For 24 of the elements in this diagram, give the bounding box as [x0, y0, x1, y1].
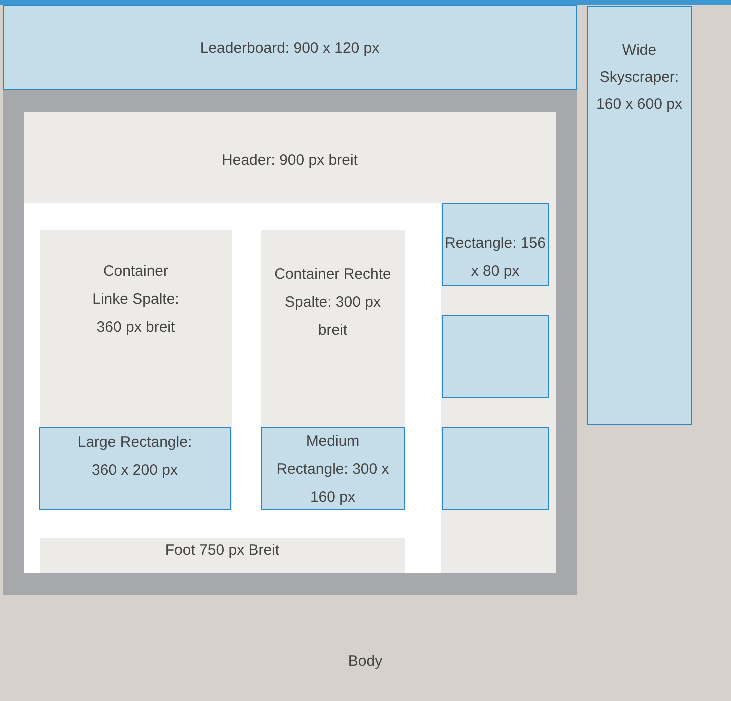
ad-rectangle [442, 203, 549, 286]
page-box [24, 112, 556, 573]
sidebar-column [441, 203, 556, 573]
box-label: Medium Rectangle: 300 x 160 px [276, 433, 390, 506]
box-label: Large Rectangle: 360 x 200 px [78, 434, 192, 479]
wrapper-box [3, 90, 577, 595]
header-box [24, 112, 556, 203]
container-box [40, 230, 232, 510]
leaderboard-box [3, 5, 577, 90]
box-label: Body [348, 653, 383, 670]
box-label: Container Rechte Spalte: 300 px breit [274, 266, 392, 339]
ad-rectangle [442, 315, 549, 398]
box-label: Foot 750 px Breit [165, 542, 280, 559]
ad-rectangle [39, 427, 231, 510]
box-label: Rectangle: 156 x 80 px [445, 235, 546, 280]
footer-box [40, 538, 405, 573]
ad-rectangle [261, 427, 405, 510]
container-box [261, 230, 405, 510]
box-label: Container Linke Spalte: 360 px breit [92, 263, 180, 336]
ad-rectangle [442, 427, 549, 510]
box-label: Leaderboard: 900 x 120 px [200, 40, 380, 57]
skyscraper-box [587, 6, 692, 425]
box-label: Header: 900 px breit [222, 152, 358, 169]
box-label: Wide Skyscraper: 160 x 600 px [596, 42, 682, 113]
